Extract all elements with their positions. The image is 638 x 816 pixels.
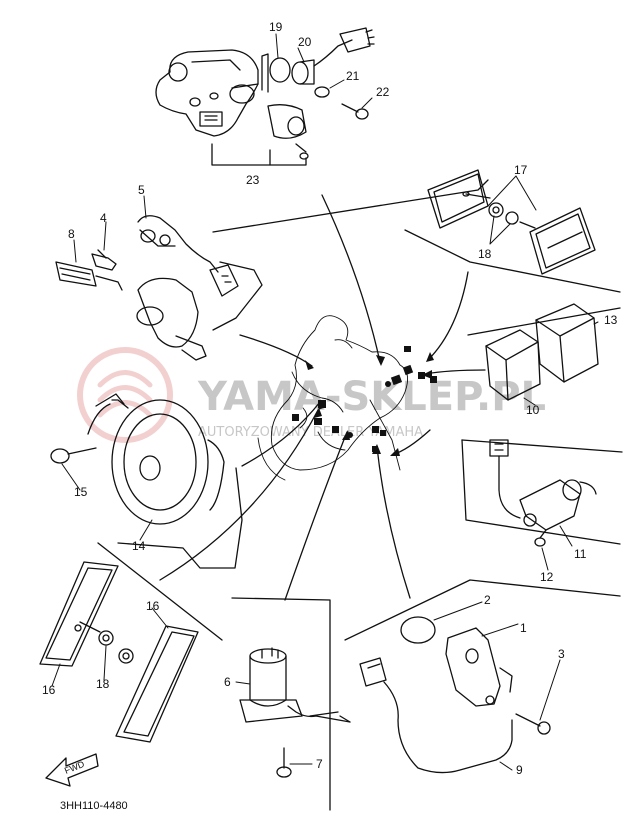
callout-1: 1 [520,621,527,635]
callout-4: 4 [100,211,107,225]
frame-silhouette [257,315,409,481]
arrow-sidestand [239,334,313,367]
horn [50,393,225,525]
arrow-reflector [159,409,319,581]
sidestand-switch-group [55,215,239,361]
callout-2: 2 [484,593,491,607]
handlebar-switch-assembly [155,27,375,166]
callout-20: 20 [298,35,312,49]
callout-12: 12 [540,570,554,584]
washer-21 [314,86,330,98]
nut-18-bottom [98,630,134,664]
wire-harness-9 [359,657,513,774]
callout-11: 11 [574,547,587,561]
connector-20 [339,27,371,53]
callout-numbers: 19 20 21 22 23 17 18 5 4 8 13 10 11 12 1… [42,20,618,777]
screw-12 [534,537,546,547]
callout-17: 17 [514,163,528,177]
arrow-starter-relay [284,431,348,601]
relay-13 [535,303,599,383]
fuel-sensor-11 [489,439,597,547]
callout-23: 23 [246,173,260,187]
callout-16-right: 16 [146,599,160,613]
arrow-flasher-rear [427,271,469,361]
callout-18-top: 18 [478,247,492,261]
callout-10: 10 [526,403,540,417]
callout-9: 9 [516,763,523,777]
nut-18-top [488,202,536,229]
callout-7: 7 [316,757,323,771]
arrow-heads [305,352,434,456]
starter-relay-6 [239,647,351,723]
relay-10 [485,329,541,401]
screw-3 [515,713,551,735]
rear-flasher-lens [427,169,596,275]
arrow-handlebar [321,194,381,363]
callout-21: 21 [346,69,360,83]
arrow-sensor [376,446,411,599]
reflector-left [39,561,119,667]
watermark: YAMA-SKLEP.PL AUTORYZOWANY DEALER YAMAHA [77,347,546,443]
reflector-right [115,625,199,743]
callout-14: 14 [132,539,146,553]
callout-18-bottom: 18 [96,677,110,691]
knob-19 [269,57,291,83]
callout-5: 5 [138,183,145,197]
bolt-15 [50,448,70,464]
spacer-20 [291,61,309,85]
callout-15: 15 [74,485,88,499]
switch-8 [55,261,97,287]
fwd-arrow: FWD [45,753,99,787]
callout-16-left: 16 [42,683,56,697]
callout-13: 13 [604,313,618,327]
leader-arrows [159,194,486,601]
callout-8: 8 [68,227,75,241]
screw-22 [341,103,359,113]
callout-3: 3 [558,647,565,661]
sensor-1 [445,627,513,707]
watermark-subtitle: AUTORYZOWANY DEALER YAMAHA [198,425,423,440]
diagram-code: 3HH110-4480 [60,800,128,811]
oring-2 [400,616,436,644]
callout-22: 22 [376,85,390,99]
arrow-horn [241,401,321,467]
callout-19: 19 [269,20,283,34]
bolt-7 [276,747,292,778]
group-outlines [97,179,623,811]
callout-leaders [51,33,599,771]
callout-6: 6 [224,675,231,689]
cap-23 [267,104,307,139]
watermark-title: YAMA-SKLEP.PL [197,374,546,420]
location-markers [292,346,437,452]
